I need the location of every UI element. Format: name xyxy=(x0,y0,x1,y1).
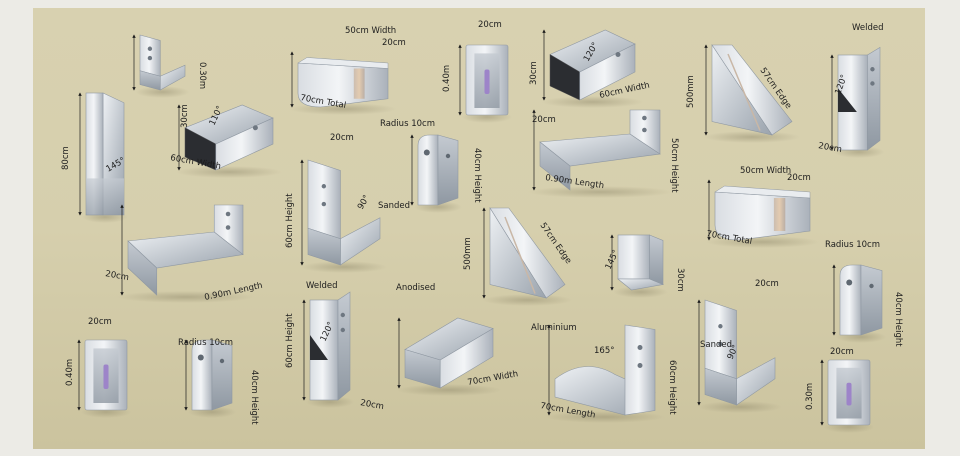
bracket-16-body xyxy=(835,264,887,343)
bracket-05-body xyxy=(704,44,800,143)
bracket-01-label-1: 0.30m xyxy=(197,62,207,89)
bracket-21-label-3: 60cm Height xyxy=(667,360,677,415)
bracket-11-body xyxy=(300,159,388,273)
bracket-16-label-1: Radius 10cm xyxy=(825,240,880,250)
bracket-17: 20cm 0.40m xyxy=(65,317,132,418)
bracket-18-label-2: 40cm Height xyxy=(249,370,259,425)
bracket-03-body xyxy=(461,44,513,123)
bracket-16-label-2: 40cm Height xyxy=(893,292,903,347)
bracket-14-body xyxy=(482,206,573,306)
bracket-11-label-4: Sanded xyxy=(378,201,410,211)
bracket-14-label-1: 500mm xyxy=(463,237,473,270)
bracket-15-body xyxy=(613,234,668,298)
bracket-13-body xyxy=(116,204,255,303)
bracket-17-label-2: 0.40m xyxy=(65,359,75,386)
bracket-06-body xyxy=(833,46,885,158)
bracket-10-body xyxy=(528,109,672,198)
bracket-08-body xyxy=(176,104,282,178)
bracket-07-label-1: 80cm xyxy=(61,146,71,170)
bracket-12-body xyxy=(705,185,820,248)
bracket-12-label-2: 20cm xyxy=(787,173,811,183)
bracket-12-label-1: 50cm Width xyxy=(740,166,791,176)
bracket-01-body xyxy=(135,34,190,98)
bracket-08-label-1: 30cm xyxy=(180,104,190,128)
bracket-17-body xyxy=(80,339,132,418)
bracket-21-body xyxy=(545,324,665,423)
bracket-11-label-2: 60cm Height xyxy=(285,193,295,248)
bracket-22-body xyxy=(698,299,782,413)
bracket-19-body xyxy=(306,291,354,408)
bracket-18: Radius 10cm 40cm Height xyxy=(178,338,259,425)
bracket-03-label-2: 0.40m xyxy=(442,65,452,92)
bracket-23-body xyxy=(823,359,875,433)
bracket-09-body xyxy=(414,134,462,213)
bracket-13-label-1: 20cm xyxy=(104,269,129,283)
bracket-09: Radius 10cm 40cm Height xyxy=(380,119,482,213)
bracket-04-body xyxy=(541,29,644,108)
bracket-20-label-1: Anodised xyxy=(396,283,435,293)
bracket-18-body xyxy=(188,339,236,418)
bracket-18-label-1: Radius 10cm xyxy=(178,338,233,348)
bracket-09-label-2: 40cm Height xyxy=(472,148,482,203)
bracket-01: 0.30m xyxy=(132,34,207,98)
bracket-21-label-1: Aluminium xyxy=(531,323,577,333)
bracket-09-label-1: Radius 10cm xyxy=(380,119,435,129)
bracket-19-label-2: 60cm Height xyxy=(285,313,295,368)
bracket-06-label-1: Welded xyxy=(852,23,884,33)
bracket-20-body xyxy=(396,317,502,396)
bracket-05-label-1: 500mm xyxy=(686,75,696,108)
bracket-03-label-1: 20cm xyxy=(478,20,502,30)
bracket-03: 20cm 0.40m xyxy=(442,20,513,123)
bracket-23-label-1: 20cm xyxy=(830,347,854,357)
bracket-22-label-1: 20cm xyxy=(755,279,779,289)
bracket-02-label-2: 20cm xyxy=(382,38,406,48)
bracket-16: Radius 10cm 40cm Height xyxy=(825,240,903,347)
bracket-23: 20cm 0.30m xyxy=(805,347,875,433)
bracket-02-label-1: 50cm Width xyxy=(345,26,396,36)
bracket-19-label-1: Welded xyxy=(306,281,338,291)
bracket-21-label-2: 165° xyxy=(594,346,614,356)
bracket-23-label-2: 0.30m xyxy=(805,383,815,410)
bracket-19-label-4: 20cm xyxy=(359,398,384,412)
bracket-17-label-1: 20cm xyxy=(88,317,112,327)
bracket-02-body xyxy=(289,57,397,115)
bracket-15-label-2: 30cm xyxy=(675,268,685,292)
bracket-07-body xyxy=(82,92,128,223)
bracket-22-label-2: Sanded xyxy=(700,340,732,350)
bracket-11-label-1: 20cm xyxy=(330,133,354,143)
bracket-04-label-2: 30cm xyxy=(529,61,539,85)
bracket-10-label-1: 20cm xyxy=(532,115,556,125)
bracket-10-label-3: 50cm Height xyxy=(669,138,679,193)
bracket-06-label-3: 20cm xyxy=(817,141,842,155)
